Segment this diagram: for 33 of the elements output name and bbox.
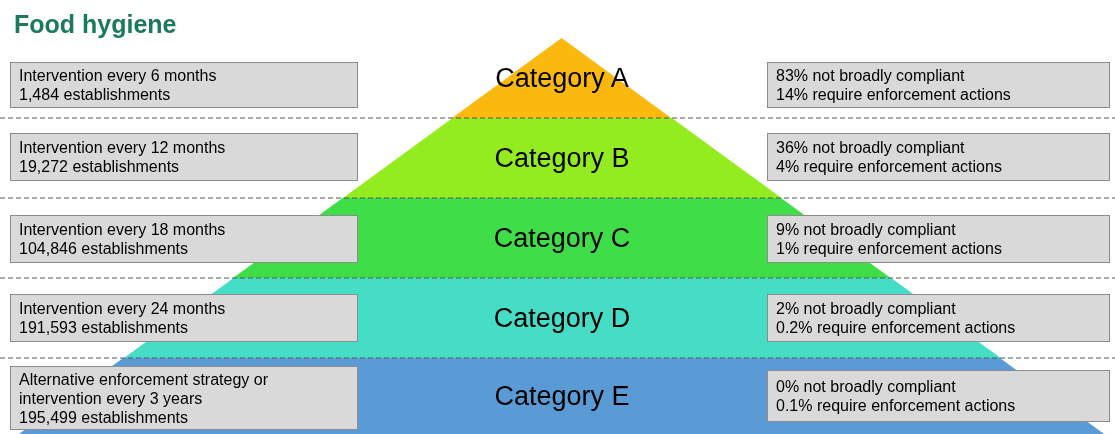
info-text: Intervention every 18 months [19,220,227,239]
info-text: 0% not broadly compliant [776,377,957,396]
info-text: 14% require enforcement actions [776,85,1012,104]
info-box [10,294,358,342]
info-text: 19,272 establishments [19,157,181,176]
info-box [767,133,1110,181]
info-box [767,294,1110,342]
info-text: 104,846 establishments [19,239,189,258]
info-box [10,215,358,263]
info-box [10,62,358,108]
category-label: Category E [494,379,630,413]
info-text: 0.1% require enforcement actions [776,396,1017,415]
category-label: Category D [493,301,631,335]
info-text: 195,499 establishments [19,407,189,427]
info-text: 36% not broadly compliant [776,138,966,157]
category-label: Category B [494,141,630,175]
info-text: 2% not broadly compliant [776,299,957,318]
info-text: 0.2% require enforcement actions [776,318,1017,337]
info-text: Intervention every 6 months [19,66,218,85]
title: Food hygiene [14,12,177,37]
info-text: 83% not broadly compliant [776,66,966,85]
info-box [10,133,358,181]
info-text: Alternative enforcement strategy or intervention every 3 years [19,369,269,408]
info-text: 191,593 establishments [19,318,189,337]
info-box [767,215,1110,263]
info-text: 1% require enforcement actions [776,239,1003,258]
info-text: 1,484 establishments [19,85,172,104]
category-label: Category C [493,221,631,255]
info-text: 9% not broadly compliant [776,220,957,239]
info-box [767,62,1110,108]
info-text: Intervention every 24 months [19,299,227,318]
info-text: Intervention every 12 months [19,138,227,157]
info-text: 4% require enforcement actions [776,157,1003,176]
